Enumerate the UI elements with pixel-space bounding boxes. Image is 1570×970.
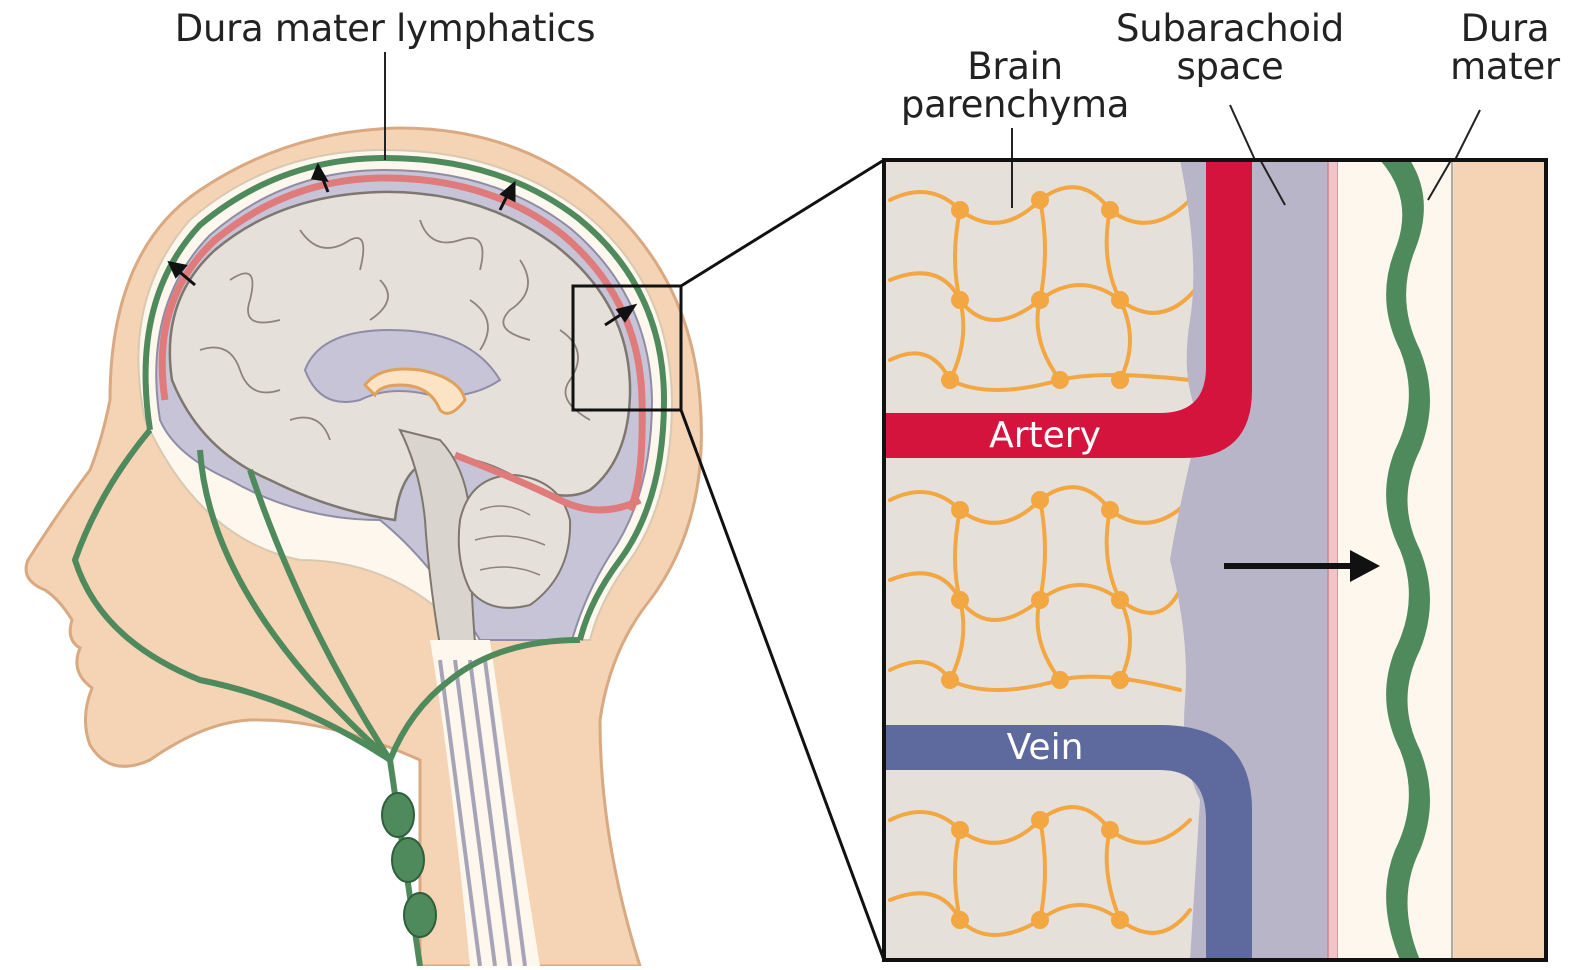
inset-panel (884, 105, 1546, 960)
head (26, 52, 701, 966)
label-artery: Artery (960, 416, 1130, 456)
label-brain-parenchyma: Brain parenchyma (890, 48, 1140, 124)
label-subarachnoid-space: Subarachoid space (1105, 10, 1355, 86)
skull-layer (1454, 160, 1546, 960)
label-dura-mater: Dura mater (1440, 10, 1570, 86)
label-dura-mater-lymphatics: Dura mater lymphatics (170, 10, 600, 48)
zoom-connector-top (681, 160, 884, 286)
label-vein: Vein (960, 728, 1130, 768)
zoom-connector-bottom (681, 410, 884, 960)
arachnoid-membrane (1328, 160, 1338, 960)
